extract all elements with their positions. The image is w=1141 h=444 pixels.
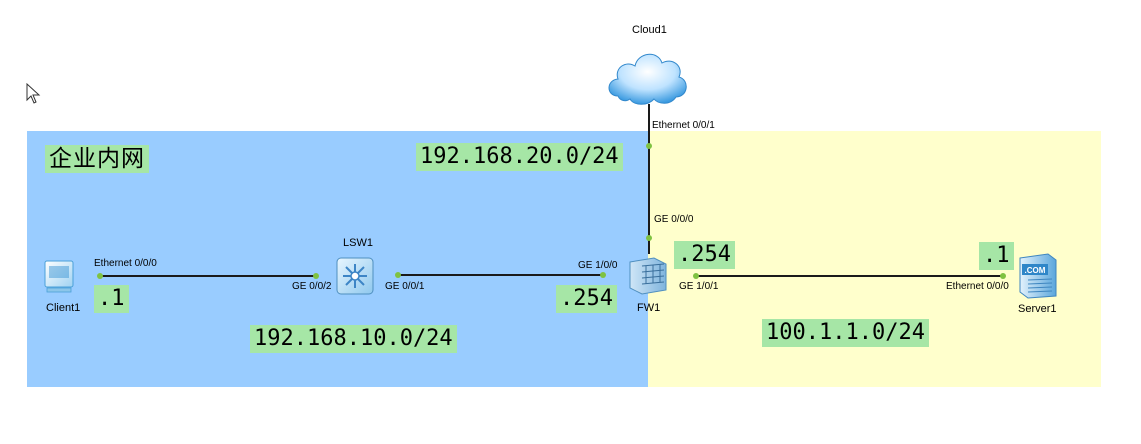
firewall-name: FW1 xyxy=(637,302,661,314)
port-label: Ethernet 0/0/1 xyxy=(652,120,715,131)
port-label: GE 0/0/0 xyxy=(654,214,694,225)
port-dot xyxy=(693,273,699,279)
port-label: GE 1/0/1 xyxy=(679,281,719,292)
cursor-icon xyxy=(26,83,41,104)
subnet-label-cloud: 192.168.20.0/24 xyxy=(416,143,623,171)
port-label: GE 1/0/0 xyxy=(578,260,618,271)
port-label: Ethernet 0/0/0 xyxy=(94,258,157,269)
internal-network-title: 企业内网 xyxy=(45,145,149,173)
port-label: GE 0/0/1 xyxy=(385,281,425,292)
port-dot xyxy=(600,272,606,278)
firewall-wan-address: .254 xyxy=(674,241,735,269)
server-name: Server1 xyxy=(1018,303,1057,315)
cloud-name: Cloud1 xyxy=(632,24,667,36)
port-dot xyxy=(313,273,319,279)
client-pc-icon[interactable] xyxy=(42,258,76,294)
svg-text:.COM: .COM xyxy=(1025,266,1046,275)
client-name: Client1 xyxy=(46,302,81,314)
subnet-label-lan: 192.168.10.0/24 xyxy=(250,325,457,353)
firewall-icon[interactable] xyxy=(626,256,670,296)
server-address: .1 xyxy=(979,242,1014,270)
cloud-icon[interactable] xyxy=(604,44,690,108)
port-label: Ethernet 0/0/0 xyxy=(946,281,1009,292)
switch-name: LSW1 xyxy=(343,237,373,249)
port-dot xyxy=(646,143,652,149)
subnet-label-wan: 100.1.1.0/24 xyxy=(762,319,929,347)
port-dot xyxy=(1000,273,1006,279)
port-dot xyxy=(646,235,652,241)
port-dot xyxy=(97,273,103,279)
firewall-lan-address: .254 xyxy=(556,285,617,313)
port-dot xyxy=(395,272,401,278)
client-address: .1 xyxy=(94,285,129,313)
port-label: GE 0/0/2 xyxy=(292,281,332,292)
switch-icon[interactable] xyxy=(335,256,375,296)
server-icon[interactable]: .COM xyxy=(1012,252,1060,300)
